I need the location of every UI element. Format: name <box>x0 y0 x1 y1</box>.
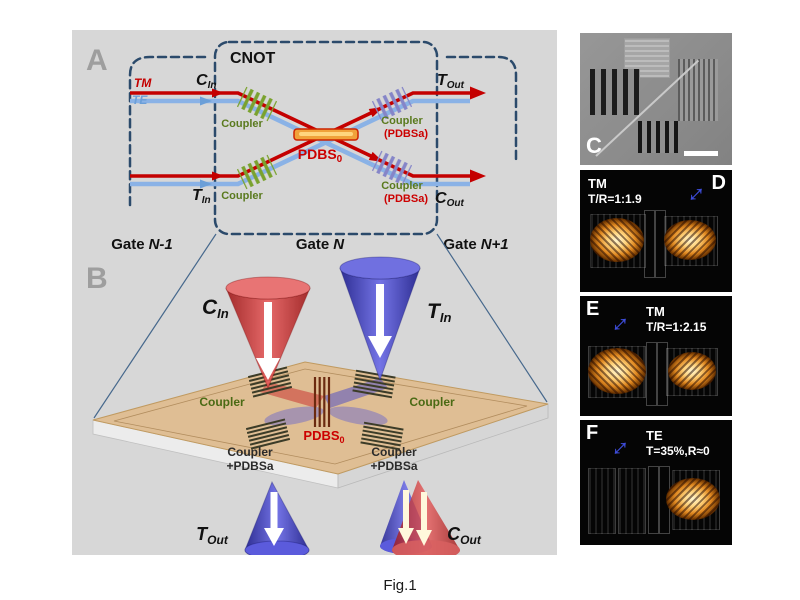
polarization-arrow-icon: ↔ <box>597 301 637 341</box>
c-in-label-b: CIn <box>202 296 229 321</box>
t-in-label-b: TIn <box>427 300 451 325</box>
coupler-label-top-left: Coupler <box>221 118 263 130</box>
mode-label: TE <box>646 428 663 443</box>
coupler-hatch-top-right <box>371 86 413 122</box>
central-grating-outline <box>648 466 659 534</box>
coupler-label-bottom-right-2: (PDBSa) <box>384 193 428 205</box>
coupler-hatch-bottom-right <box>371 150 413 186</box>
central-grating-outline <box>646 342 657 406</box>
beam-red-on-chip <box>260 382 324 408</box>
grating-central-pdbs0 <box>313 377 331 427</box>
coupler-hatch-top-left <box>236 86 278 122</box>
mode-label: TM <box>646 304 665 319</box>
beam-blue-ellipse-right <box>328 406 388 426</box>
projection-line-right <box>436 233 548 403</box>
arrow-down-t-in <box>368 284 392 358</box>
panel-e-letter: E <box>586 298 600 320</box>
coupler-right-label-b: Coupler <box>409 395 455 409</box>
coupler-label-top-right-2: (PDBSa) <box>384 128 428 140</box>
measurement-panel-d: TM T/R=1:1.9 D ↔ <box>580 170 732 292</box>
c-out-label: COut <box>435 190 464 209</box>
panel-a-letter: A <box>86 44 108 77</box>
coupler-label-bottom-right-1: Coupler <box>381 180 423 192</box>
grating-bottom-right <box>360 421 404 451</box>
panel-d-letter: D <box>711 172 726 194</box>
tm-label: TM <box>134 76 152 90</box>
coupler-pdbsa-left-label: Coupler +PDBSa <box>226 445 273 473</box>
svg-text:+PDBSa: +PDBSa <box>370 459 417 473</box>
c-out-label-b: COut <box>447 524 482 547</box>
grating-top-right <box>352 369 396 399</box>
schematic-panel-bg: A CNOT <box>72 30 557 560</box>
scattered-light-right <box>666 478 720 520</box>
coupler-label-top-right-1: Coupler <box>381 115 423 127</box>
c-in-label: CIn <box>196 72 216 91</box>
panel-f-letter: F <box>586 422 599 444</box>
waveguide-te-pair2 <box>130 98 470 187</box>
scattered-light-right <box>664 220 716 260</box>
panel-a: A CNOT <box>86 40 518 253</box>
sem-grating-bottom <box>638 121 678 153</box>
ratio-label: T=35%,R≈0 <box>646 444 710 458</box>
schematic-svg: A CNOT <box>86 40 549 560</box>
panel-b: B <box>86 233 549 560</box>
polarization-arrow-icon: ↔ <box>597 425 637 465</box>
central-grating-outline <box>657 342 668 406</box>
scattered-light-left <box>588 348 646 394</box>
t-in-label: TIn <box>192 187 211 206</box>
panel-c-letter: C <box>586 133 602 158</box>
coupler-pdbsa-right-label: Coupler +PDBSa <box>370 445 417 473</box>
measurement-panel-e: E ↔ TM T/R=1:2.15 <box>580 296 732 416</box>
sem-grating-right <box>678 59 718 121</box>
sem-scale-bar <box>684 151 718 156</box>
cone-t-out-bottom <box>244 540 310 560</box>
chip-inner-outline <box>113 368 528 465</box>
coupler-label-bottom-left: Coupler <box>221 190 263 202</box>
cnot-title: CNOT <box>230 50 276 67</box>
gate-prev-outline <box>128 55 207 207</box>
cnot-box-outline <box>213 40 439 236</box>
ratio-label: T/R=1:1.9 <box>588 192 642 206</box>
figure-caption: Fig.1 <box>383 577 417 594</box>
arrows-down-c-out <box>398 490 432 546</box>
pdbs0-element-sheen <box>299 132 353 136</box>
svg-text:+PDBSa: +PDBSa <box>226 459 273 473</box>
coupler-hatch-bottom-left <box>236 154 278 190</box>
arrow-down-t-out <box>264 492 284 546</box>
panel-b-letter: B <box>86 262 108 295</box>
grating-outline-left-1 <box>588 468 616 534</box>
t-out-label: TOut <box>437 72 465 91</box>
scattered-light-left <box>590 218 644 262</box>
scattered-light-right <box>668 352 716 390</box>
coupler-left-label-b: Coupler <box>199 395 245 409</box>
te-label: TE <box>132 93 148 107</box>
polarization-arrow-icon: ↔ <box>673 171 713 211</box>
waveguide-te-pair1 <box>130 98 470 187</box>
ratio-label: T/R=1:2.15 <box>646 320 707 334</box>
t-out-label-b: TOut <box>196 524 229 547</box>
cone-t-in-top <box>339 256 421 280</box>
arrow-down-c-in <box>256 302 280 380</box>
sem-grating-left <box>590 69 640 115</box>
sem-panel: C <box>580 33 732 165</box>
grating-outline-left-2 <box>618 468 646 534</box>
cone-c-in-top <box>225 276 311 300</box>
svg-text:Coupler: Coupler <box>227 445 273 459</box>
projection-line-left <box>93 233 217 419</box>
gate-next-outline <box>445 55 518 164</box>
grating-bottom-left <box>245 418 291 450</box>
mode-label: TM <box>588 176 607 191</box>
central-grating-outline <box>644 210 655 278</box>
measurement-panel-f: F ↔ TE T=35%,R≈0 <box>580 420 732 545</box>
pdbs0-label-b: PDBS0 <box>303 428 344 445</box>
pdbs0-label-a: PDBS0 <box>298 146 343 165</box>
svg-text:Coupler: Coupler <box>371 445 417 459</box>
